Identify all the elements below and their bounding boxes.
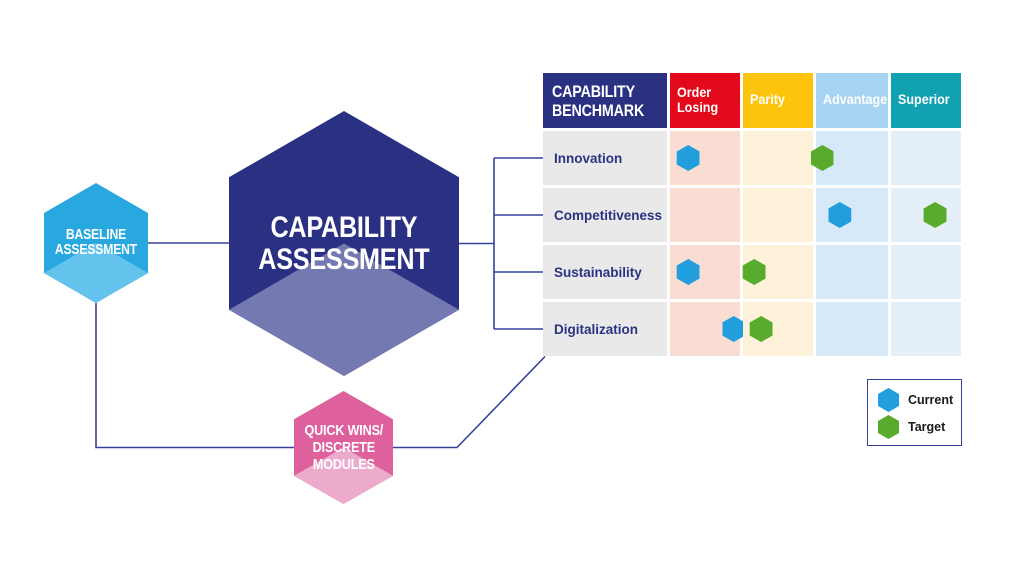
cell-competitiveness-advantage xyxy=(816,188,888,242)
target-hexagon-swatch xyxy=(878,415,899,439)
marker-target xyxy=(742,259,766,285)
legend-item-target: Target xyxy=(878,415,945,439)
legend-label-current: Current xyxy=(908,393,954,407)
marker-target xyxy=(923,202,947,228)
cell-competitiveness-parity xyxy=(743,188,813,242)
marker-target xyxy=(810,145,834,171)
capability-benchmark-table: CAPABILITY BENCHMARK Order Losing Parity… xyxy=(543,73,961,356)
cell-innovation-parity xyxy=(743,131,813,185)
current-hexagon-swatch xyxy=(878,388,899,412)
marker-current xyxy=(676,259,700,285)
row-label-innovation: Innovation xyxy=(543,131,667,185)
cell-sustainability-parity xyxy=(742,245,813,299)
cell-digitalization-order-losing xyxy=(670,302,746,356)
cell-digitalization-superior xyxy=(891,302,961,356)
line-quickwins-to-table xyxy=(392,355,546,449)
column-header-advantage: Advantage xyxy=(816,73,888,128)
cell-sustainability-superior xyxy=(891,245,961,299)
cell-sustainability-advantage xyxy=(816,245,888,299)
legend-box: Current Target xyxy=(867,379,962,446)
cell-competitiveness-superior xyxy=(891,188,961,242)
row-label-digitalization: Digitalization xyxy=(543,302,667,356)
cell-innovation-order-losing xyxy=(670,131,740,185)
column-header-order-losing: Order Losing xyxy=(670,73,740,128)
cell-innovation-superior xyxy=(891,131,961,185)
quickwins-hexagon-label: QUICK WINS/ DISCRETE MODULES xyxy=(304,422,383,473)
capability-assessment-hexagon: CAPABILITY ASSESSMENT xyxy=(229,111,459,376)
cell-digitalization-advantage xyxy=(816,302,888,356)
marker-target xyxy=(749,316,773,342)
row-label-sustainability: Sustainability xyxy=(543,245,667,299)
row-label-competitiveness: Competitiveness xyxy=(543,188,667,242)
capability-hexagon-label: CAPABILITY ASSESSMENT xyxy=(258,210,430,276)
legend-label-target: Target xyxy=(908,420,946,434)
marker-current xyxy=(722,316,746,342)
cell-innovation-advantage xyxy=(810,131,888,185)
baseline-hexagon-label: BASELINE ASSESSMENT xyxy=(54,227,138,258)
table-title-cell: CAPABILITY BENCHMARK xyxy=(543,73,667,128)
column-header-superior: Superior xyxy=(891,73,961,128)
marker-current xyxy=(676,145,700,171)
cell-competitiveness-order-losing xyxy=(670,188,740,242)
cell-sustainability-order-losing xyxy=(670,245,740,299)
legend-item-current: Current xyxy=(878,388,953,412)
marker-current xyxy=(828,202,852,228)
cell-digitalization-parity xyxy=(743,302,813,356)
column-header-parity: Parity xyxy=(743,73,813,128)
quick-wins-hexagon: QUICK WINS/ DISCRETE MODULES xyxy=(294,391,393,504)
baseline-assessment-hexagon: BASELINE ASSESSMENT xyxy=(44,183,148,303)
line-baseline-to-quickwins xyxy=(95,303,295,449)
